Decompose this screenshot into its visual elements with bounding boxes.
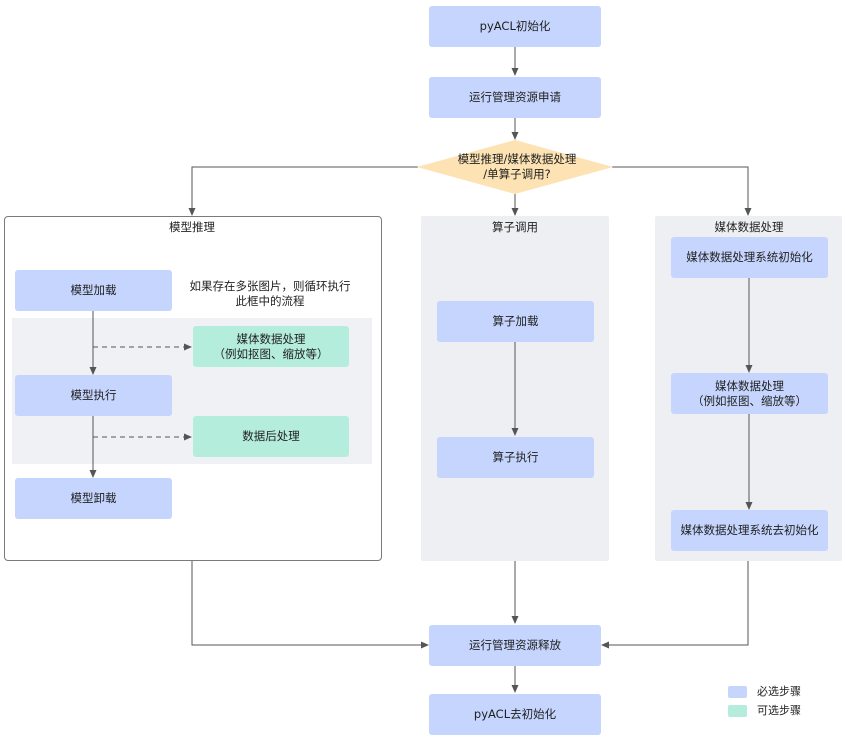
loop-note: 如果存在多张图片，则循环执行 此框中的流程 bbox=[185, 279, 355, 309]
operator-execute-node: 算子执行 bbox=[437, 437, 594, 478]
media-system-init-node: 媒体数据处理系统初始化 bbox=[671, 237, 828, 278]
model-execute-node: 模型执行 bbox=[15, 375, 172, 416]
resource-apply-node: 运行管理资源申请 bbox=[429, 77, 601, 118]
media-system-deinit-node: 媒体数据处理系统去初始化 bbox=[671, 510, 828, 551]
edge-decision-model bbox=[188, 166, 418, 216]
operator-load-node: 算子加载 bbox=[437, 301, 594, 342]
model-media-line1: 媒体数据处理 bbox=[236, 331, 306, 346]
decision-line2: /单算子调用? bbox=[483, 167, 551, 181]
model-media-line2: （例如抠图、缩放等） bbox=[213, 346, 329, 361]
legend-optional-label: 可选步骤 bbox=[757, 704, 801, 717]
model-load-node: 模型加载 bbox=[15, 270, 172, 311]
loop-note-line2: 此框中的流程 bbox=[235, 294, 305, 308]
media-processing-title: 媒体数据处理 bbox=[714, 220, 784, 234]
edge-model-release bbox=[191, 561, 429, 649]
media-process-node: 媒体数据处理 （例如抠图、缩放等） bbox=[671, 373, 828, 414]
operator-call-title: 算子调用 bbox=[492, 220, 538, 234]
pyacl-init-node: pyACL初始化 bbox=[429, 6, 601, 47]
legend-required-swatch bbox=[728, 686, 747, 698]
loop-note-line1: 如果存在多张图片，则循环执行 bbox=[189, 279, 351, 293]
legend-required-label: 必选步骤 bbox=[757, 685, 801, 698]
edge-decision-media bbox=[612, 166, 752, 216]
media-process-line1: 媒体数据处理 bbox=[715, 378, 784, 393]
media-process-line2: （例如抠图、缩放等） bbox=[692, 393, 807, 408]
pyacl-deinit-node: pyACL去初始化 bbox=[429, 694, 601, 735]
model-inference-title: 模型推理 bbox=[169, 220, 215, 234]
legend-optional-swatch bbox=[728, 705, 747, 717]
edge-media-release bbox=[601, 561, 749, 649]
resource-release-node: 运行管理资源释放 bbox=[429, 625, 601, 666]
model-unload-node: 模型卸载 bbox=[15, 478, 172, 519]
model-media-process-node: 媒体数据处理 （例如抠图、缩放等） bbox=[193, 326, 349, 367]
decision-node: 模型推理/媒体数据处理 /单算子调用? bbox=[432, 150, 602, 184]
decision-diamond bbox=[417, 140, 613, 194]
decision-line1: 模型推理/媒体数据处理 bbox=[457, 152, 577, 166]
data-postprocess-node: 数据后处理 bbox=[193, 416, 349, 457]
